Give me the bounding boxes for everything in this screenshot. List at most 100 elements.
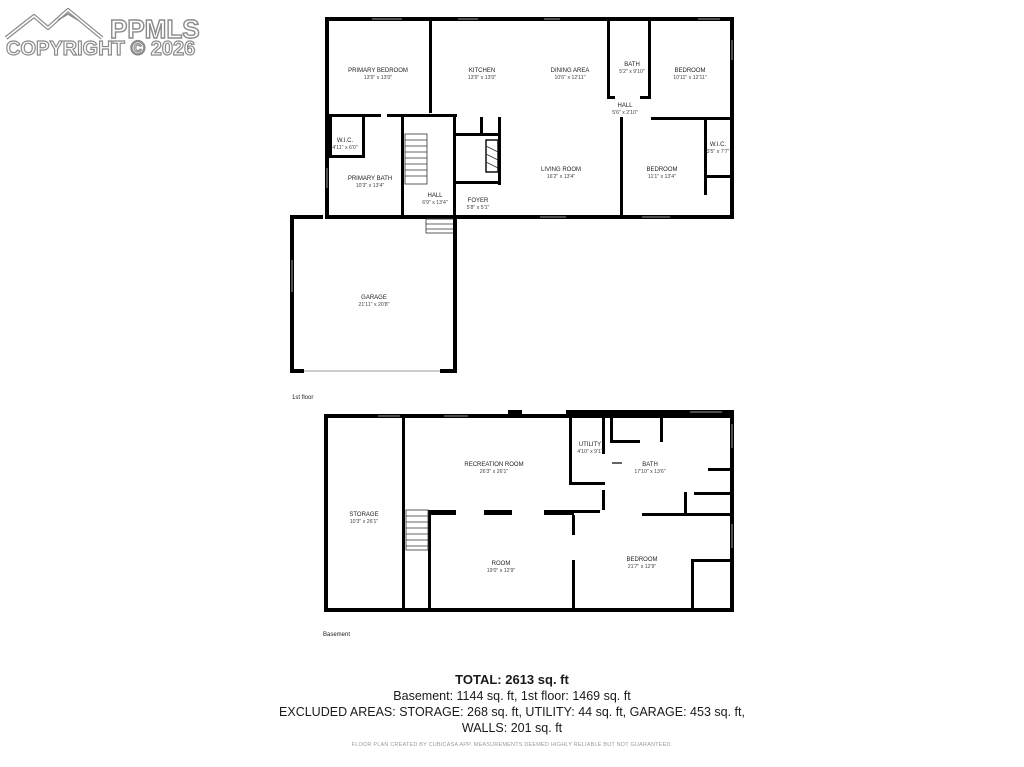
wall — [484, 510, 512, 515]
wall — [602, 490, 605, 510]
wall — [607, 21, 610, 99]
room-name: KITCHEN — [469, 68, 495, 74]
wall — [453, 219, 457, 373]
wall — [428, 510, 456, 515]
room-name: PRIMARY BATH — [348, 176, 392, 182]
wall — [456, 133, 501, 136]
wall — [324, 414, 328, 612]
room-dimensions: 5'8" x 5'1" — [467, 205, 490, 211]
wall — [572, 515, 575, 535]
room-name: BATH — [642, 462, 658, 468]
wall — [691, 559, 730, 562]
wall — [325, 17, 734, 21]
room-name: DINING AREA — [551, 68, 590, 74]
basement-stairs-icon — [405, 509, 429, 551]
wall — [684, 492, 687, 516]
wall — [610, 440, 640, 443]
room-name: W.I.C. — [710, 142, 727, 148]
wall — [329, 117, 332, 157]
room-name: RECREATION ROOM — [464, 462, 523, 468]
excluded-areas: EXCLUDED AREAS: STORAGE: 268 sq. ft, UTI… — [279, 705, 745, 719]
wall — [708, 468, 730, 471]
wall — [325, 215, 734, 219]
room-name: BEDROOM — [646, 167, 677, 173]
wall — [691, 559, 694, 608]
room-name: PRIMARY BEDROOM — [348, 68, 408, 74]
room-dimensions: 16'2" x 13'4" — [547, 174, 576, 180]
wall — [290, 215, 294, 373]
watermark-brand: PPMLS — [109, 13, 200, 44]
floor-plan-drawing: PRIMARY BEDROOM 13'9" x 13'0" KITCHEN 13… — [290, 17, 734, 638]
wall — [428, 510, 431, 608]
floor-label: Basement — [323, 632, 350, 638]
walls-area: WALLS: 201 sq. ft — [461, 721, 563, 735]
wall — [607, 96, 615, 99]
wall — [324, 608, 734, 612]
wall — [387, 114, 457, 117]
wall — [602, 414, 605, 454]
mountain-logo-icon — [4, 8, 104, 40]
wall — [480, 117, 483, 133]
ppmls-watermark: PPMLS COPYRIGHT © 2026 — [2, 4, 212, 64]
wall — [730, 410, 734, 612]
room-name: HALL — [427, 193, 443, 199]
wall — [402, 418, 405, 608]
wall — [401, 117, 404, 215]
room-name: BEDROOM — [674, 68, 705, 74]
wall — [329, 155, 363, 158]
wall — [324, 414, 734, 418]
room-dimensions: 17'10" x 13'6" — [634, 469, 665, 475]
room-name: W.I.C. — [337, 138, 354, 144]
total-area: TOTAL: 2613 sq. ft — [455, 672, 569, 687]
room-dimensions: 11'1" x 13'4" — [648, 174, 676, 180]
room-dimensions: 4'11" x 6'0" — [332, 145, 357, 151]
wall — [569, 482, 605, 485]
wall — [620, 117, 623, 215]
area-totals: TOTAL: 2613 sq. ft Basement: 1144 sq. ft… — [0, 672, 1024, 736]
wall — [704, 175, 730, 178]
room-name: BATH — [624, 62, 640, 68]
disclaimer-footer: FLOOR PLAN CREATED BY CUBICASA APP. MEAS… — [351, 742, 673, 748]
room-dimensions: 13'9" x 13'0" — [468, 75, 497, 81]
room-dimensions: 10'11" x 12'11" — [673, 75, 707, 81]
room-dimensions: 21'11" x 20'8" — [359, 302, 390, 308]
basement-plan: STORAGE 10'3" x 26'1" RECREATION ROOM 26… — [323, 410, 734, 638]
room-dimensions: 19'0" x 12'9" — [487, 568, 516, 574]
wall — [651, 117, 730, 120]
wall — [566, 410, 734, 414]
wall — [498, 117, 501, 185]
wall — [456, 181, 501, 184]
wall — [290, 369, 304, 373]
wall — [572, 560, 575, 608]
room-name: GARAGE — [361, 295, 387, 301]
room-name: FOYER — [468, 198, 489, 204]
floor-areas: Basement: 1144 sq. ft, 1st floor: 1469 s… — [393, 689, 631, 703]
room-dimensions: 13'9" x 13'0" — [364, 75, 393, 81]
first-floor-plan: PRIMARY BEDROOM 13'9" x 13'0" KITCHEN 13… — [290, 17, 734, 401]
wall — [730, 17, 734, 219]
wall — [544, 510, 574, 515]
wall — [694, 492, 730, 495]
room-name: LIVING ROOM — [541, 167, 581, 173]
room-dimensions: 3'5" x 7'7" — [707, 149, 730, 155]
wall — [440, 369, 457, 373]
wall — [453, 117, 456, 215]
room-name: BEDROOM — [626, 557, 657, 563]
room-dimensions: 6'9" x 13'4" — [422, 200, 448, 206]
garage-steps-icon — [425, 218, 455, 234]
fixture — [612, 462, 622, 464]
room-dimensions: 21'7" x 12'9" — [628, 564, 657, 570]
wall — [325, 17, 329, 219]
room-name: HALL — [617, 103, 633, 109]
wall — [648, 21, 651, 99]
room-dimensions: 26'3" x 26'1" — [480, 469, 509, 475]
wall — [508, 410, 522, 416]
stairs-icon — [404, 133, 428, 185]
watermark-copyright: COPYRIGHT © 2026 — [5, 37, 196, 60]
room-name: ROOM — [492, 561, 511, 567]
room-dimensions: 10'3" x 13'4" — [356, 183, 385, 189]
fireplace-icon — [485, 139, 499, 173]
room-dimensions: 5'6" x 2'10" — [612, 110, 638, 116]
room-dimensions: 4'10" x 9'1" — [577, 449, 603, 455]
wall — [429, 21, 432, 113]
